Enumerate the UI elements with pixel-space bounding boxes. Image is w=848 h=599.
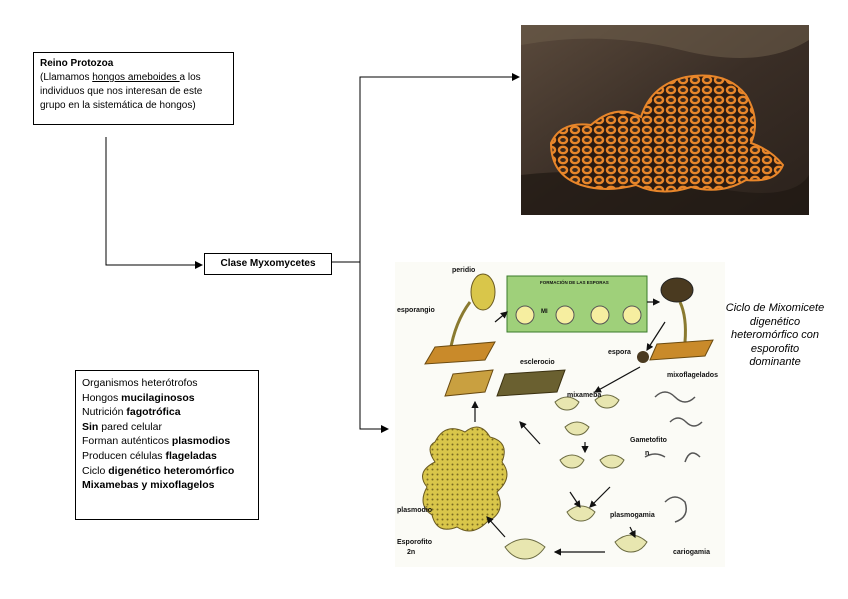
esporangio-drawing	[424, 273, 496, 365]
trait-item: Mixamebas y mixoflagelos	[82, 479, 215, 492]
trait-item: Ciclo digenético heteromórfico	[82, 464, 235, 477]
cycle-arrows	[471, 298, 666, 556]
mixoflagelados-label: mixoflagelados	[667, 372, 718, 379]
gametofito-label: Gametofito	[630, 437, 667, 444]
plasmodio-drawing	[422, 426, 508, 532]
hongos-ameboides-term: hongos ameboides	[92, 72, 180, 83]
spore-formation-inset: FORMACIÓN DE LAS ESPORAS MI	[506, 275, 648, 333]
reino-to-clase-connector	[105, 137, 203, 269]
mixoflagelados-drawing	[644, 391, 703, 523]
mature-sporangium-drawing	[649, 277, 714, 361]
plasmodio-label: plasmodio	[397, 507, 432, 514]
cariogamia-label: cariogamia	[673, 549, 710, 556]
esporofito-label: Esporofito	[397, 539, 432, 546]
reino-line3: grupo en la sistemática de hongos)	[40, 100, 196, 111]
clase-to-photo-connector	[332, 73, 520, 263]
trait-item: Hongos mucilaginosos	[82, 391, 195, 404]
life-cycle-diagram: FORMACIÓN DE LAS ESPORAS MI	[395, 262, 725, 567]
mixameba-label: mixameba	[567, 392, 601, 399]
mixamebas-drawing	[504, 394, 648, 560]
esclerocio-label: esclerocio	[520, 359, 555, 366]
haploid-label: n	[645, 450, 649, 457]
esclerocio-drawing	[444, 369, 494, 397]
reino-line1: (Llamamos hongos ameboides a los	[40, 72, 201, 83]
esporangio-label: esporangio	[397, 307, 435, 314]
meiosis-label: MI	[541, 309, 548, 315]
diploid-label: 2n	[407, 549, 415, 556]
esclerocio-dark-drawing	[496, 369, 566, 397]
clase-label: Clase Myxomycetes	[220, 258, 316, 269]
reino-line2: individuos que nos interesan de este	[40, 86, 203, 97]
peridio-label: peridio	[452, 267, 475, 274]
trait-item: Nutrición fagotrófica	[82, 406, 181, 419]
espora-label: espora	[608, 349, 631, 356]
spora-drawing	[637, 351, 649, 363]
clase-to-cycle-connector	[332, 261, 389, 433]
trait-item: Organismos heterótrofos	[82, 377, 198, 389]
trait-item: Sin pared celular	[82, 420, 162, 433]
reino-protozoa-box: Reino Protozoa (Llamamos hongos ameboide…	[33, 52, 234, 125]
traits-box: Organismos heterótrofos Hongos mucilagin…	[75, 370, 259, 520]
slime-mold-photo	[521, 25, 809, 215]
trait-item: Producen células flageladas	[82, 449, 217, 462]
inset-title-label: FORMACIÓN DE LAS ESPORAS	[540, 278, 609, 285]
trait-item: Forman auténticos plasmodios	[82, 435, 231, 448]
cycle-title: Ciclo de Mixomicete digenético heteromór…	[725, 302, 825, 368]
plasmogamia-label: plasmogamia	[610, 512, 655, 519]
reino-title: Reino Protozoa	[40, 58, 114, 69]
clase-myxomycetes-box: Clase Myxomycetes	[204, 253, 332, 275]
